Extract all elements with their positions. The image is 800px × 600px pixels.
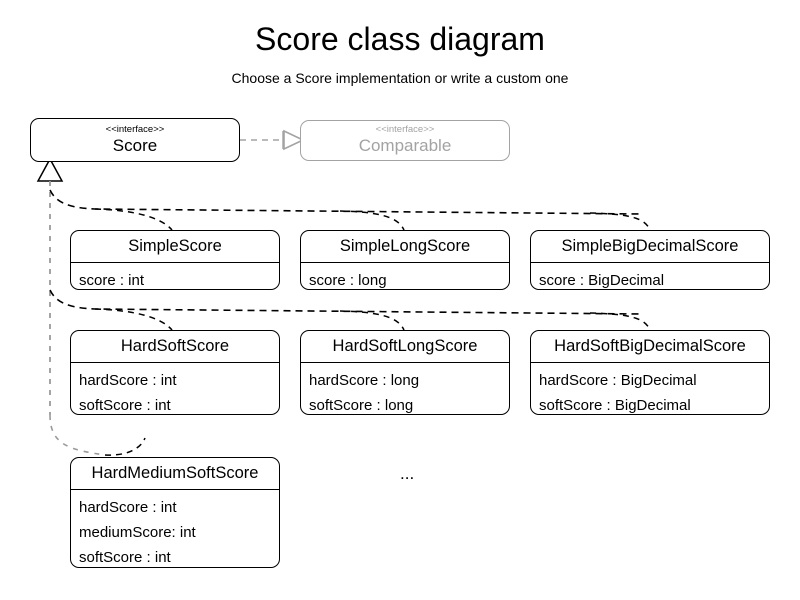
interface-score-name: Score	[112, 135, 158, 155]
branch-row-2	[49, 289, 651, 331]
class-name-simple-long-score: SimpleLongScore	[339, 237, 471, 255]
attribute: softScore : BigDecimal	[539, 397, 691, 414]
class-box-simple-long-score[interactable]: SimpleLongScore score : long	[300, 230, 510, 290]
class-divider	[531, 362, 769, 363]
attribute: softScore : int	[79, 549, 171, 566]
interface-comparable-name: Comparable	[358, 136, 452, 155]
class-attributes-simple-long-score: score : long	[301, 263, 509, 289]
class-header-hard-medium-soft-score: HardMediumSoftScore	[71, 458, 279, 489]
class-box-hard-soft-long-score[interactable]: HardSoftLongScore hardScore : long softS…	[300, 330, 510, 415]
class-attributes-hard-medium-soft-score: hardScore : int mediumScore: int softSco…	[71, 490, 279, 567]
interface-box-score[interactable]: <<interface>> Score	[30, 118, 240, 162]
class-divider	[531, 262, 769, 263]
class-attributes-hard-soft-big-decimal-score: hardScore : BigDecimal softScore : BigDe…	[531, 363, 769, 414]
branch-row-3	[104, 437, 146, 456]
class-header-simple-score: SimpleScore	[71, 231, 279, 262]
attribute: softScore : int	[79, 397, 171, 414]
attribute: softScore : long	[309, 397, 414, 414]
class-box-simple-score[interactable]: SimpleScore score : int	[70, 230, 280, 290]
realization-score-to-comparable	[240, 129, 305, 151]
class-box-hard-soft-score[interactable]: HardSoftScore hardScore : int softScore …	[70, 330, 280, 415]
interface-comparable-header: <<interface>> Comparable	[301, 121, 509, 160]
class-name-hard-soft-big-decimal-score: HardSoftBigDecimalScore	[554, 337, 746, 355]
class-name-hard-medium-soft-score: HardMediumSoftScore	[91, 464, 259, 482]
class-name-hard-soft-score: HardSoftScore	[120, 337, 230, 355]
inheritance-triangle	[36, 157, 64, 182]
attribute: mediumScore: int	[79, 524, 196, 541]
more-classes-ellipsis: ...	[400, 464, 415, 483]
class-name-simple-big-decimal-score: SimpleBigDecimalScore	[561, 237, 739, 255]
class-divider	[71, 262, 279, 263]
class-attributes-hard-soft-score: hardScore : int softScore : int	[71, 363, 279, 414]
attribute: score : int	[79, 272, 145, 289]
page-subtitle: Choose a Score implementation or write a…	[231, 70, 569, 86]
interface-score-stereotype: <<interface>>	[105, 123, 165, 135]
attribute: hardScore : int	[79, 372, 177, 389]
class-name-hard-soft-long-score: HardSoftLongScore	[332, 337, 478, 355]
class-header-hard-soft-score: HardSoftScore	[71, 331, 279, 362]
attribute: hardScore : BigDecimal	[539, 372, 697, 389]
class-header-hard-soft-big-decimal-score: HardSoftBigDecimalScore	[531, 331, 769, 362]
attribute: score : long	[309, 272, 387, 289]
class-header-hard-soft-long-score: HardSoftLongScore	[301, 331, 509, 362]
class-box-hard-soft-big-decimal-score[interactable]: HardSoftBigDecimalScore hardScore : BigD…	[530, 330, 770, 415]
class-box-hard-medium-soft-score[interactable]: HardMediumSoftScore hardScore : int medi…	[70, 457, 280, 568]
class-divider	[71, 489, 279, 490]
class-divider	[301, 262, 509, 263]
class-attributes-hard-soft-long-score: hardScore : long softScore : long	[301, 363, 509, 414]
interface-score-header: <<interface>> Score	[31, 119, 239, 161]
class-name-simple-score: SimpleScore	[128, 237, 222, 255]
class-divider	[301, 362, 509, 363]
class-divider	[71, 362, 279, 363]
attribute: hardScore : long	[309, 372, 420, 389]
class-header-simple-big-decimal-score: SimpleBigDecimalScore	[531, 231, 769, 262]
attribute: hardScore : int	[79, 499, 177, 516]
class-header-simple-long-score: SimpleLongScore	[301, 231, 509, 262]
page-title: Score class diagram	[255, 21, 545, 57]
class-attributes-simple-score: score : int	[71, 263, 279, 289]
interface-box-comparable[interactable]: <<interface>> Comparable	[300, 120, 510, 161]
class-attributes-simple-big-decimal-score: score : BigDecimal	[531, 263, 769, 289]
attribute: score : BigDecimal	[539, 272, 665, 289]
class-box-simple-big-decimal-score[interactable]: SimpleBigDecimalScore score : BigDecimal	[530, 230, 770, 290]
branch-row-1	[49, 189, 651, 231]
interface-comparable-stereotype: <<interface>>	[375, 124, 435, 135]
